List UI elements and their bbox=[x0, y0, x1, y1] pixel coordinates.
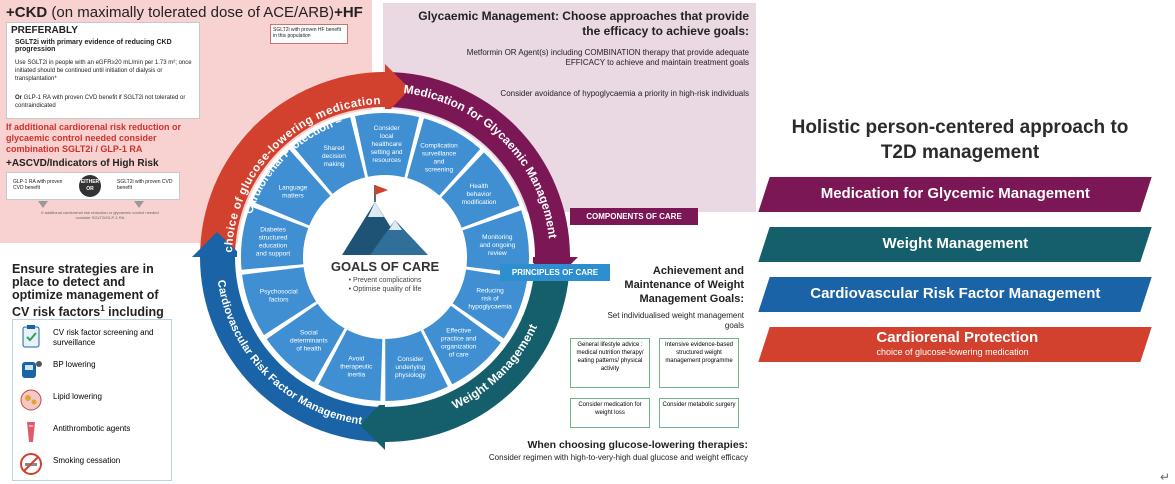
legend-band-cv-risk: Cardiovascular Risk Factor Management bbox=[758, 277, 1152, 312]
legend-band-medication: Medication for Glycemic Management bbox=[758, 177, 1152, 212]
legend-band-label: Cardiorenal Protection bbox=[876, 329, 1039, 346]
weight-option-box: Consider metabolic surgery bbox=[659, 398, 739, 428]
glucose-lowering-body: Consider regimen with high-to-very-high … bbox=[488, 453, 748, 462]
segment-1 bbox=[407, 118, 481, 196]
goals-center bbox=[307, 179, 463, 335]
segment-7 bbox=[318, 329, 383, 401]
glucose-lowering-title: When choosing glucose-lowering therapies… bbox=[527, 439, 748, 451]
either-left-text: GLP-1 RA with proven CVD benefit bbox=[13, 179, 63, 191]
segment-10 bbox=[241, 206, 309, 270]
segment-11 bbox=[252, 149, 331, 226]
segment-6 bbox=[385, 330, 448, 401]
weight-option-box: Consider medication for weight loss bbox=[570, 398, 650, 428]
clipboard-check-icon bbox=[22, 325, 40, 348]
glycaemic-title: Glycaemic Management: Choose approaches … bbox=[418, 9, 749, 38]
list-item: Lipid lowering bbox=[19, 388, 169, 416]
lipid-cell-icon bbox=[20, 389, 42, 411]
weight-option-box: Intensive evidence-based structured weig… bbox=[659, 338, 739, 388]
list-item: Smoking cessation bbox=[19, 452, 169, 480]
arrow-tip bbox=[360, 399, 385, 450]
or-glp1-text: Or GLP-1 RA with proven CVD benefit if S… bbox=[15, 95, 186, 109]
segment-12 bbox=[293, 117, 366, 194]
cv-item-label: BP lowering bbox=[53, 360, 96, 369]
goals-title: GOALS OF CARE bbox=[331, 259, 440, 274]
sglt2-heading: SGLT2i with primary evidence of reducing… bbox=[15, 39, 172, 53]
legend-band-sub: choice of glucose-lowering medication bbox=[876, 347, 1029, 357]
segment-3 bbox=[462, 210, 529, 274]
weight-goals-sub: Set individualised weight management goa… bbox=[607, 311, 744, 330]
legend-band-label: Weight Management bbox=[882, 235, 1029, 252]
no-smoking-icon bbox=[20, 453, 42, 475]
list-item: Antithrombotic agents bbox=[19, 420, 169, 448]
either-or-box: GLP-1 RA with proven CVD benefit EITHER … bbox=[6, 172, 180, 200]
ascvd-heading: +ASCVD/Indicators of High Risk bbox=[6, 158, 159, 169]
legend-band-label: Medication for Glycemic Management bbox=[820, 185, 1090, 202]
goals-bullet-1: • Prevent complications bbox=[349, 277, 422, 284]
arrow-tip bbox=[192, 232, 243, 257]
segment-9 bbox=[242, 267, 317, 335]
preferably-heading: PREFERABLY bbox=[11, 25, 78, 36]
legend-band-label: Cardiovascular Risk Factor Management bbox=[810, 285, 1101, 302]
goals-bullet-2: • Optimise quality of life bbox=[349, 286, 422, 293]
small-note: If additional cardiorenal risk reduction… bbox=[41, 210, 159, 220]
segment-8 bbox=[266, 303, 345, 383]
segment-4 bbox=[452, 269, 528, 339]
hf-note-box: SGLT2i with proven HF benefit in this po… bbox=[270, 24, 348, 44]
segment-2 bbox=[441, 152, 520, 228]
legend-band-weight: Weight Management bbox=[758, 227, 1152, 262]
blood-vessel-icon bbox=[27, 422, 35, 442]
cv-strategies-list: CV risk factor screening and surveillanc… bbox=[12, 319, 172, 481]
weight-goals-title: Achievement and Maintenance of Weight Ma… bbox=[624, 265, 744, 305]
arrow-down-icon bbox=[134, 201, 144, 208]
return-icon: ↵ bbox=[1160, 470, 1171, 484]
glycaemic-hypo-text: Consider avoidance of hypoglycaemia a pr… bbox=[500, 89, 749, 98]
cv-strategies-title: Ensure strategies are in place to detect… bbox=[12, 262, 164, 320]
segment-5 bbox=[423, 305, 501, 385]
holistic-title: Holistic person-centered approach to T2D… bbox=[791, 117, 1129, 163]
preferably-box: PREFERABLY SGLT2i with primary evidence … bbox=[6, 22, 200, 119]
combination-risk-text: If additional cardiorenal risk reduction… bbox=[6, 122, 182, 154]
segment-0 bbox=[355, 113, 420, 178]
cv-item-label: Antithrombotic agents bbox=[53, 424, 131, 433]
cv-item-label: Lipid lowering bbox=[53, 392, 102, 401]
cv-item-label: CV risk factor screening and surveillanc… bbox=[53, 328, 154, 347]
either-or-badge: EITHER OR bbox=[79, 175, 101, 197]
weight-option-box: General lifestyle advice : medical nutri… bbox=[570, 338, 650, 388]
either-right-text: SGLT2i with proven CVD benefit bbox=[117, 179, 173, 191]
list-item: CV risk factor screening and surveillanc… bbox=[19, 324, 169, 352]
arrow-tip bbox=[385, 64, 410, 115]
cv-item-label: Smoking cessation bbox=[53, 456, 121, 465]
ckd-title: +CKD (on maximally tolerated dose of ACE… bbox=[6, 4, 363, 21]
sglt2-body: Use SGLT2i in people with an eGFR≥20 mL/… bbox=[15, 60, 192, 82]
glycaemic-metformin-text: Metformin OR Agent(s) including COMBINAT… bbox=[466, 48, 749, 67]
principles-of-care-tag: PRINCIPLES OF CARE bbox=[500, 264, 610, 281]
legend-band-cardiorenal: Cardiorenal Protection choice of glucose… bbox=[758, 327, 1152, 362]
components-of-care-tag: COMPONENTS OF CARE bbox=[570, 208, 698, 225]
mountain-flag-icon bbox=[342, 185, 428, 255]
list-item: BP lowering bbox=[19, 356, 169, 384]
blood-pressure-monitor-icon bbox=[22, 361, 42, 378]
arrow-down-icon bbox=[38, 201, 48, 208]
